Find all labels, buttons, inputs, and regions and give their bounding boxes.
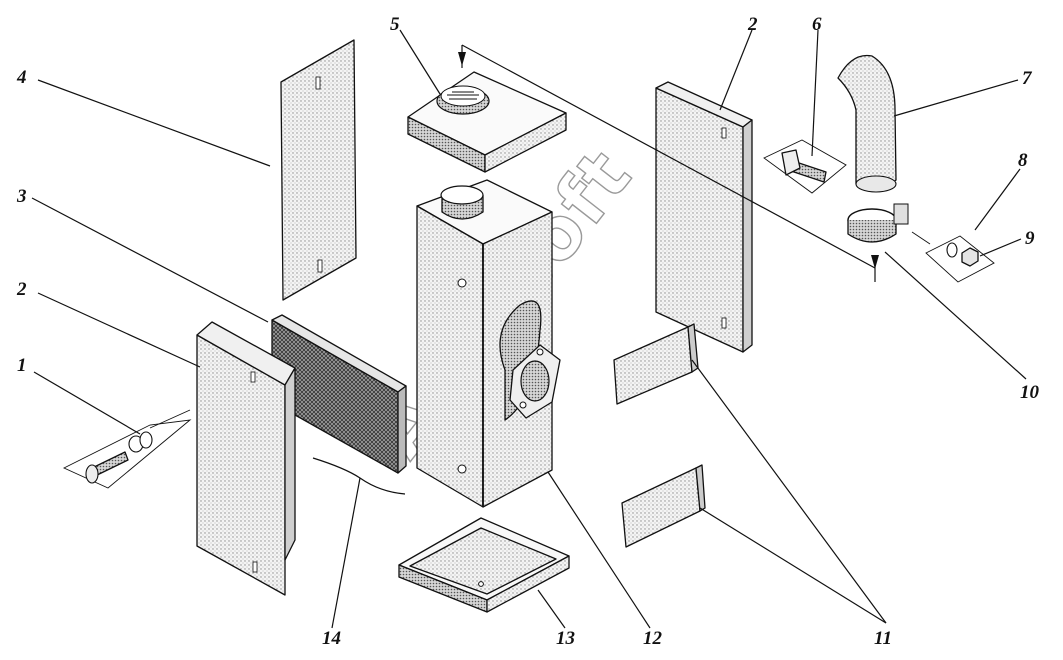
part-13-tray bbox=[398, 517, 570, 613]
part-2-left-cover bbox=[196, 321, 296, 596]
part-12-housing bbox=[416, 179, 561, 508]
part-10-clamp bbox=[847, 203, 909, 243]
callout-8: 8 bbox=[1018, 150, 1028, 171]
part-1-bolt-set bbox=[62, 409, 192, 489]
callout-1: 1 bbox=[17, 355, 27, 376]
callout-10: 10 bbox=[1020, 382, 1040, 403]
part-11-plates bbox=[613, 323, 706, 548]
callout-3: 3 bbox=[16, 186, 27, 207]
callout-9: 9 bbox=[1025, 228, 1035, 249]
callouts: 1 2 3 4 5 2 6 7 8 9 10 11 12 13 14 bbox=[16, 14, 1040, 649]
callout-12: 12 bbox=[643, 628, 663, 649]
part-7-pipe bbox=[837, 54, 897, 193]
callout-13: 13 bbox=[556, 628, 575, 649]
part-5-top-cover bbox=[407, 71, 567, 173]
part-2-right-cover bbox=[655, 81, 753, 353]
callout-7: 7 bbox=[1022, 68, 1033, 89]
callout-6: 6 bbox=[812, 14, 822, 35]
callout-5: 5 bbox=[390, 14, 400, 35]
part-8-9-washer-nut bbox=[911, 231, 995, 283]
part-6-bolt bbox=[763, 139, 847, 194]
callout-2-left: 2 bbox=[16, 279, 27, 300]
callout-4: 4 bbox=[16, 67, 27, 88]
assembly-axis bbox=[458, 44, 879, 282]
leader-lines bbox=[31, 29, 1027, 629]
callout-14: 14 bbox=[322, 628, 341, 649]
part-3-mesh-filter bbox=[271, 314, 407, 474]
callout-2-right: 2 bbox=[747, 14, 758, 35]
callout-11: 11 bbox=[874, 628, 892, 649]
part-4-plate bbox=[280, 39, 357, 301]
